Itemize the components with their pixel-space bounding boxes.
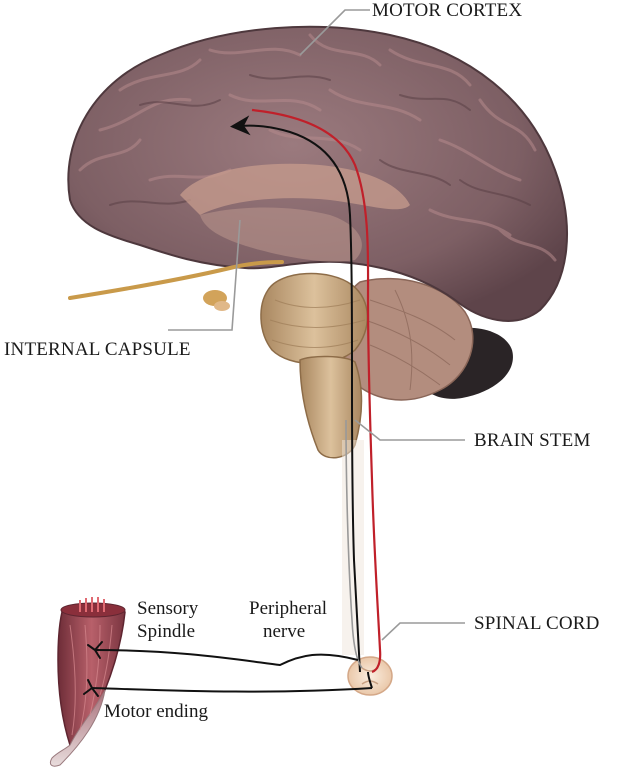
pons	[260, 272, 369, 365]
corpus-callosum	[180, 163, 410, 215]
label-sensory-spindle-line1: Sensory	[137, 598, 199, 619]
label-peripheral-nerve-line2: nerve	[263, 621, 306, 642]
label-internal-capsule: INTERNAL CAPSULE	[4, 339, 191, 360]
olfactory-tract	[68, 260, 284, 300]
tendon	[49, 689, 106, 767]
sensory-pathway	[230, 115, 361, 673]
label-brain-stem: BRAIN STEM	[474, 430, 591, 451]
descending-tract	[345, 419, 363, 669]
label-spinal-cord: SPINAL CORD	[474, 613, 600, 634]
label-peripheral-nerve-line1: Peripheral	[249, 598, 328, 619]
label-motor-ending: Motor ending	[104, 701, 208, 722]
label-sensory-spindle-line2: Spindle	[137, 621, 196, 642]
sensory-nerve	[94, 649, 359, 667]
label-motor-cortex: MOTOR CORTEX	[372, 0, 523, 21]
motor-nerve	[91, 687, 373, 693]
leader-lines	[168, 9, 465, 641]
gyri-pattern	[78, 33, 557, 262]
motor-pathway	[251, 108, 382, 674]
